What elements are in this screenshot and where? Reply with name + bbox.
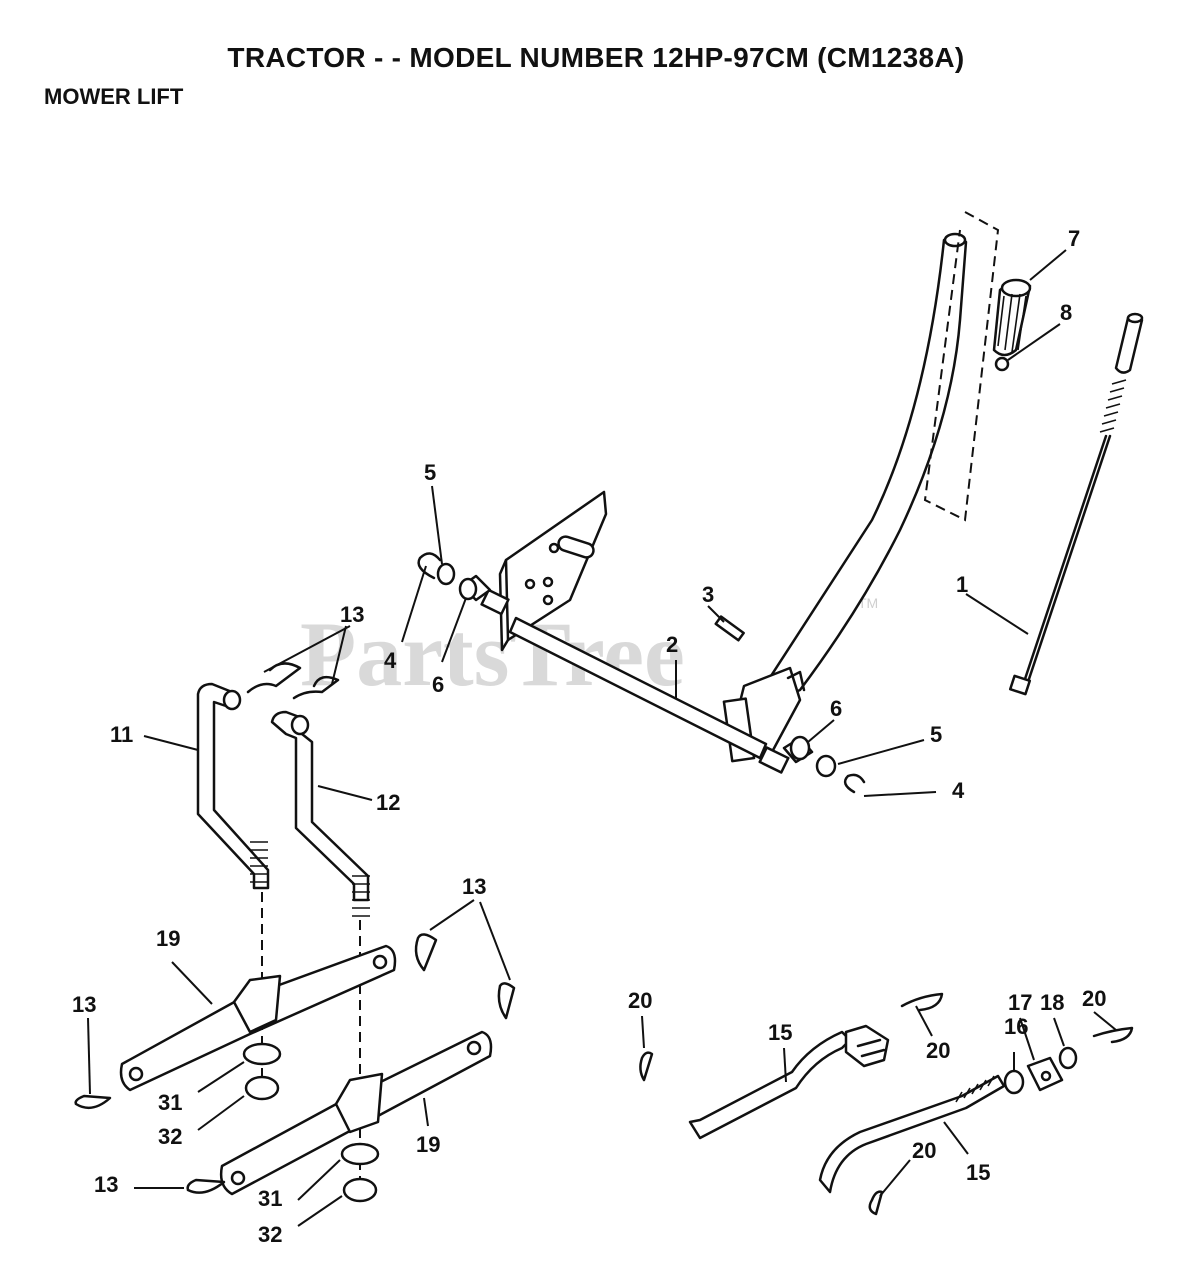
trunnion-17	[1026, 1056, 1064, 1092]
section-title: MOWER LIFT	[44, 84, 184, 109]
callout-13-top: 13	[340, 602, 364, 627]
hand-grip	[992, 278, 1032, 357]
callout-5-right: 5	[930, 722, 942, 747]
callout-7: 7	[1068, 226, 1080, 251]
callout-31-lower: 31	[258, 1186, 282, 1211]
hairpin-clip-20b	[900, 992, 944, 1012]
leader-lines	[87, 249, 1117, 1227]
callout-19-upper: 19	[156, 926, 180, 951]
spacer-lower	[340, 1142, 380, 1166]
hairpin-clip-4	[497, 982, 516, 1020]
callout-5: 5	[424, 460, 436, 485]
callout-4-right: 4	[952, 778, 965, 803]
callout-3: 3	[702, 582, 714, 607]
lift-rod	[1008, 312, 1144, 696]
callout-18: 18	[1040, 990, 1064, 1015]
callout-12: 12	[376, 790, 400, 815]
bushing-left	[458, 574, 492, 602]
diagram-title: TRACTOR - - MODEL NUMBER 12HP-97CM (CM12…	[227, 42, 965, 73]
callout-6-right: 6	[830, 696, 842, 721]
callout-8: 8	[1060, 300, 1072, 325]
grip-ball	[994, 356, 1010, 372]
washer-left	[436, 562, 456, 586]
callout-13-mid: 13	[462, 874, 486, 899]
hairpin-clip-2	[292, 675, 340, 700]
callout-11: 11	[110, 722, 133, 747]
deck-link-lower	[818, 1074, 1006, 1194]
lift-arm-lower	[219, 1030, 493, 1196]
hairpin-clip-3	[414, 933, 438, 972]
lift-link-12	[270, 710, 370, 917]
callout-31-upper: 31	[158, 1090, 182, 1115]
callout-32-upper: 32	[158, 1124, 182, 1149]
callout-19-lower: 19	[416, 1132, 440, 1157]
cross-shaft	[480, 490, 790, 774]
shaft-key	[714, 615, 745, 642]
lift-handle	[722, 211, 1000, 763]
hairpin-clip-5	[74, 1094, 112, 1110]
retaining-ring-right	[843, 773, 866, 794]
nut-upper	[244, 1075, 280, 1101]
bushing-right	[782, 735, 814, 764]
hairpin-clip-20a	[639, 1051, 654, 1082]
callout-4: 4	[384, 648, 397, 673]
hairpin-clip-6	[186, 1178, 226, 1194]
deck-link-upper	[688, 1024, 890, 1140]
nut-lower	[342, 1177, 378, 1203]
callout-6: 6	[432, 672, 444, 697]
callout-17: 17	[1008, 990, 1032, 1015]
callout-15-lower: 15	[966, 1160, 990, 1185]
hairpin-clip-20d	[868, 1190, 884, 1216]
callout-20-mid: 20	[926, 1038, 950, 1063]
callout-15-upper: 15	[768, 1020, 792, 1045]
lift-link-11	[196, 682, 270, 890]
callout-20-right: 20	[1082, 986, 1106, 1011]
callout-20-bottom: 20	[912, 1138, 936, 1163]
lift-arm-upper	[119, 944, 397, 1092]
callout-20-left: 20	[628, 988, 652, 1013]
callout-16: 16	[1004, 1014, 1028, 1039]
callout-2: 2	[666, 632, 678, 657]
callout-13-bottom: 13	[94, 1172, 118, 1197]
callout-13-left: 13	[72, 992, 96, 1017]
spacer-upper	[242, 1042, 282, 1066]
washer-right	[815, 754, 837, 778]
lock-nut-18	[1058, 1046, 1078, 1070]
callout-32-lower: 32	[258, 1222, 282, 1247]
hairpin-clip-20c	[1092, 1026, 1134, 1044]
callout-1: 1	[956, 572, 968, 597]
washer-16	[1003, 1069, 1025, 1095]
